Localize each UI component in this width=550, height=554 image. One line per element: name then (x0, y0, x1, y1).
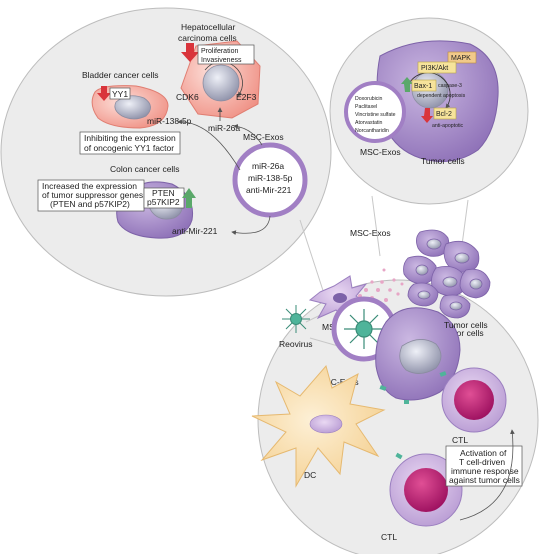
tr-anti-apoptotic: anti-apoptotic (432, 123, 464, 129)
bladder-down-red-arrow (97, 86, 111, 101)
tr-mapk: MAPK (451, 55, 471, 62)
tr-pi3k: PI3K/Akt (421, 65, 448, 72)
activation-line1: Activation of (460, 448, 507, 458)
tumor-cluster (403, 229, 491, 319)
hcc-mirna: miR-26a (208, 123, 240, 133)
activation-line4: against tumor cells (449, 475, 520, 485)
bottom-exos-label: MSC-Exos (318, 377, 359, 387)
tr-bcl: Bcl-2 (436, 111, 452, 118)
mid-exos-label: MSC-Exos (350, 228, 391, 238)
tr-caspase-line1: caspase-3 (438, 83, 462, 89)
reovirus-label: Reovirus (279, 339, 313, 349)
msc-label: MSC (322, 322, 341, 332)
exosome-particles (358, 268, 404, 310)
activation-line2: T cell-driven (459, 457, 505, 467)
hcc-effect-box (197, 44, 255, 65)
ctl-top-label: CTL (452, 435, 468, 445)
connector-lines (299, 195, 469, 351)
tr-up-green-arrow (401, 77, 413, 92)
colon-note-box (37, 179, 145, 212)
tr-bax: Bax-1 (414, 83, 432, 90)
bottom-tumor-nucleus (399, 339, 442, 374)
tr-exos-label: MSC-Exos (360, 147, 401, 157)
tr-bax-box (411, 79, 437, 92)
reovirus-icon (282, 305, 310, 333)
tr-tumor-label: Tumor cells (421, 156, 465, 166)
tr-drug-5: Norcantharidin (355, 128, 389, 134)
tr-exos-vesicle (344, 81, 406, 143)
msc-nucleus (333, 293, 347, 303)
hcc-gene-e2f3: E2F3 (236, 92, 257, 102)
bottom-virus-icon (344, 309, 384, 349)
bladder-nucleus (114, 95, 151, 120)
hcc-title-line2: carcinoma cells (178, 33, 237, 43)
mid-tumor-label: Tumor cells (440, 328, 484, 338)
tr-down-red-arrow (421, 108, 433, 123)
colon-mirna: anti-Mir-221 (172, 226, 218, 236)
colon-title: Colon cancer cells (110, 164, 179, 174)
bladder-gene-yy1: YY1 (112, 89, 128, 99)
tr-mapk-box (447, 51, 477, 64)
hcc-nucleus (202, 64, 240, 102)
dc-label: DC (304, 470, 316, 480)
bottom-tumor-label: Tumor cells (444, 320, 488, 330)
activation-arrow (459, 429, 515, 521)
bladder-note-line2: of oncogenic YY1 factor (84, 143, 174, 153)
colon-note-line1: Increased the expression (42, 181, 137, 191)
hcc-title-line1: Hepatocellular (181, 22, 236, 32)
arrow-exos-to-hcc (233, 124, 263, 146)
arrow-exos-to-bladder (177, 119, 241, 171)
contact-points (379, 371, 447, 460)
hcc-down-red-arrow (181, 43, 199, 62)
colon-gene-pten: PTEN (152, 188, 175, 198)
ctl-bottom-nucleus (404, 468, 448, 512)
exos-mirna-2: miR-138-5p (248, 173, 293, 183)
colon-note-line2: of tumor suppressor genes (42, 190, 143, 200)
hcc-invasiveness: Invasiveness (201, 57, 242, 64)
hcc-proliferation: Proliferation (201, 48, 238, 55)
hcc-feedback-arrow (204, 61, 243, 97)
exos-mirna-3: anti-Mir-221 (246, 185, 292, 195)
tr-drug-2: Paclitaxel (355, 104, 377, 110)
hcc-gene-cdk6: CDK6 (176, 92, 199, 102)
colon-note-line3: (PTEN and p57KIP2) (50, 199, 130, 209)
tr-loop-arrow (409, 72, 451, 109)
bladder-gene-box (109, 87, 131, 100)
bladder-note-box (79, 131, 181, 155)
exos-vesicle (232, 142, 308, 218)
bladder-mirna: miR-138-5p (147, 116, 192, 126)
tr-drug-1: Doxorubicin (355, 96, 383, 102)
colon-gene-p57: p57KIP2 (147, 197, 180, 207)
dc-nucleus (309, 414, 343, 434)
activation-line3: immune response (451, 466, 519, 476)
tr-drug-3: Vincristine sulfate (355, 112, 396, 118)
bladder-title: Bladder cancer cells (82, 70, 159, 80)
tr-bcl-box (433, 107, 457, 120)
ctl-bottom-label: CTL (381, 532, 397, 542)
colon-up-green-arrow (182, 188, 196, 208)
ctl-top-nucleus (454, 380, 494, 420)
arrow-exos-to-colon (231, 215, 271, 236)
tr-pi3k-box (417, 61, 457, 74)
tr-caspase-line2: dependent apoptosis (417, 93, 466, 99)
exos-mirna-1: miR-26a (252, 161, 284, 171)
tr-drug-4: Atorvastatin (355, 120, 383, 126)
bladder-note-line1: Inhibiting the expression (84, 133, 176, 143)
exos-title: MSC-Exos (243, 132, 284, 142)
activation-box (445, 445, 523, 487)
